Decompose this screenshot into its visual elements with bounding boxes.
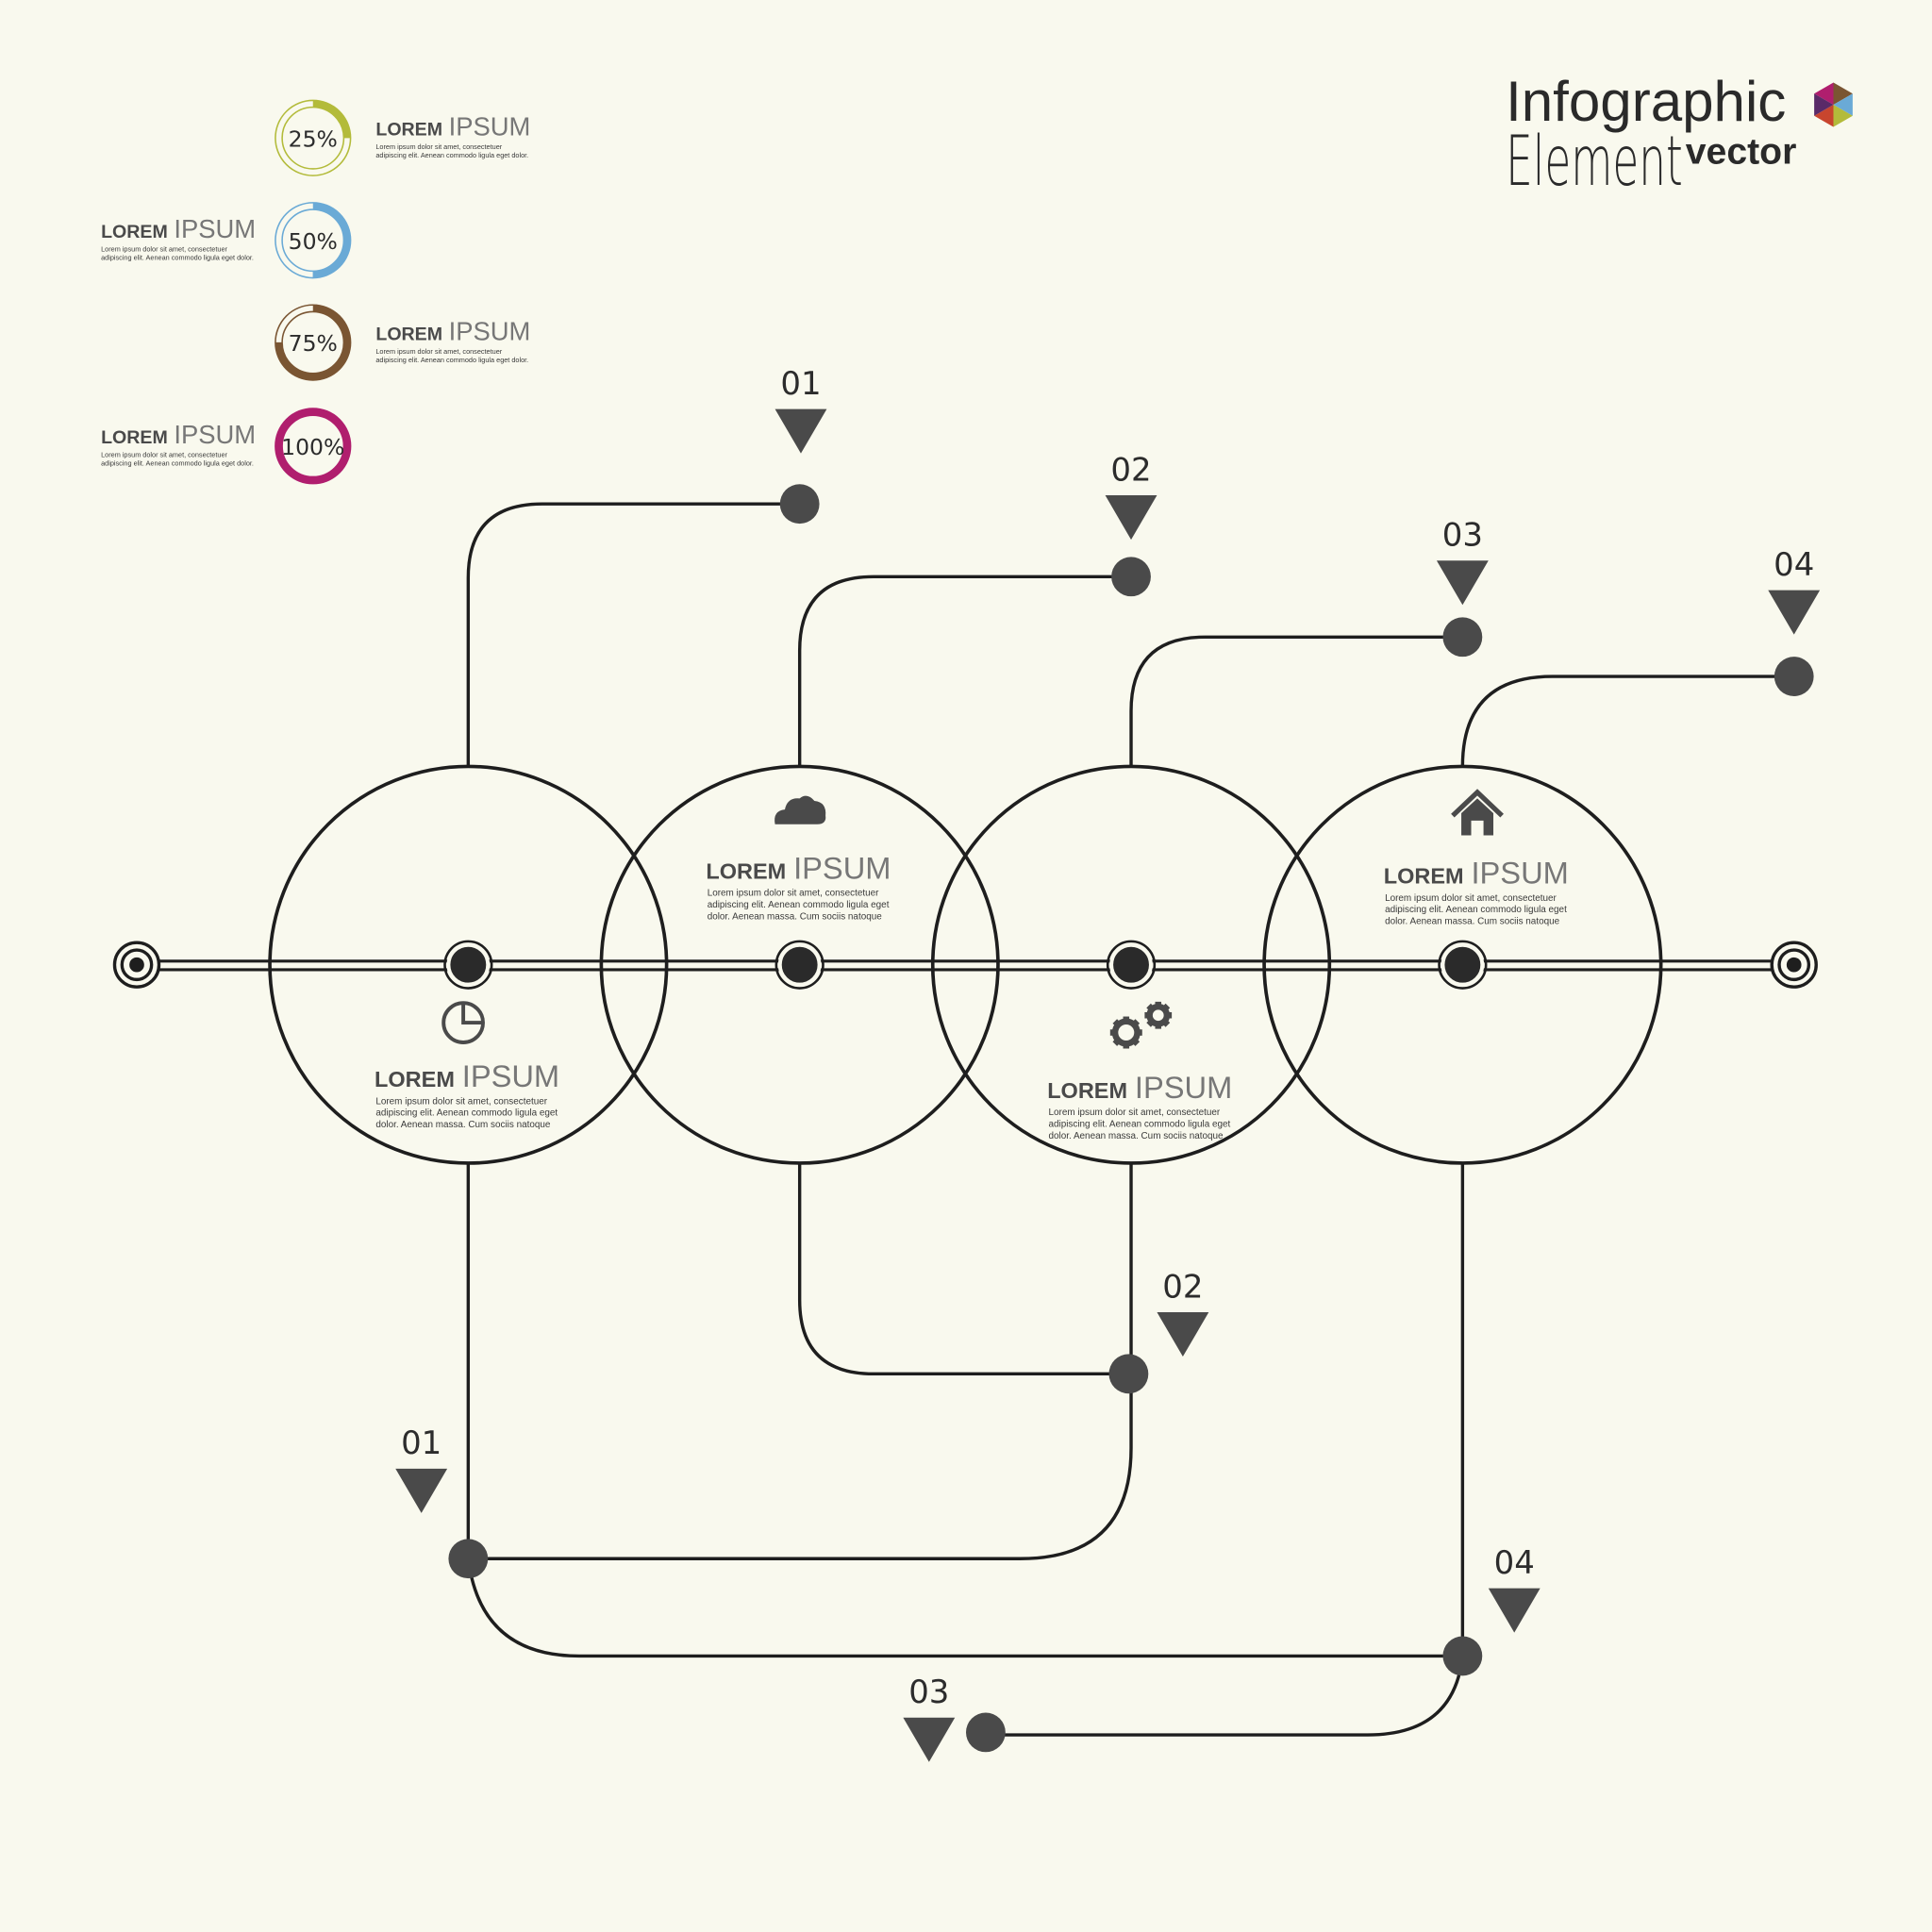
progress-ring-fill [275, 304, 351, 381]
top-marker-04: 04 [1768, 546, 1821, 696]
step-text-line: adipiscing elit. Aenean commodo ligula e… [375, 1108, 558, 1119]
progress-text-line: Lorem ipsum dolor sit amet, consectetuer [101, 244, 227, 253]
marker-dot [448, 1539, 489, 1579]
marker-dot [1111, 557, 1151, 597]
timeline-node [777, 942, 822, 987]
timeline-end-target-icon [1770, 941, 1818, 989]
marker-dot [1442, 1636, 1483, 1676]
progress-percent: 25% [289, 125, 338, 152]
progress-percent: 100% [281, 434, 344, 460]
step-text-line: adipiscing elit. Aenean commodo ligula e… [1385, 905, 1567, 915]
cloud-icon [774, 795, 826, 824]
marker-dot [966, 1712, 1006, 1753]
triangle-down-icon [1105, 495, 1158, 541]
house-icon [1451, 789, 1504, 836]
hexagon-logo-icon [1814, 82, 1853, 127]
top-marker-01: 01 [774, 365, 827, 525]
timeline-node [446, 942, 491, 987]
timeline-node [1441, 942, 1485, 987]
triangle-down-icon [903, 1717, 956, 1762]
marker-dot [1442, 617, 1483, 658]
marker-dot [779, 484, 820, 525]
step-text-line: Lorem ipsum dolor sit amet, consectetuer [1385, 893, 1557, 904]
bottom-marker-03: 03 [903, 1674, 1006, 1762]
triangle-down-icon [395, 1468, 448, 1513]
title-line1: Infographic [1506, 70, 1786, 133]
marker-number: 01 [780, 365, 821, 403]
progress-text-line: adipiscing elit. Aenean commodo ligula e… [101, 254, 254, 262]
step-text-line: adipiscing elit. Aenean commodo ligula e… [1049, 1119, 1231, 1129]
progress-percent: 75% [289, 330, 338, 357]
progress-percent: 50% [289, 228, 338, 255]
bottom-marker-04: 04 [1442, 1544, 1541, 1676]
step-text-line: dolor. Aenean massa. Cum sociis natoque [1049, 1131, 1224, 1141]
marker-number: 02 [1162, 1268, 1203, 1306]
timeline-start-target-icon [112, 941, 161, 989]
progress-text-line: adipiscing elit. Aenean commodo ligula e… [375, 151, 528, 159]
pie-chart-icon [441, 1001, 485, 1044]
step-text-line: Lorem ipsum dolor sit amet, consectetuer [1049, 1108, 1221, 1118]
triangle-down-icon [1436, 560, 1489, 606]
progress-text-line: Lorem ipsum dolor sit amet, consectetuer [375, 142, 502, 151]
header-title: Infographic Element vector [1506, 70, 1853, 202]
progress-text-line: adipiscing elit. Aenean commodo ligula e… [375, 356, 528, 364]
title-line2: Element [1506, 123, 1683, 202]
marker-number: 03 [1442, 517, 1483, 555]
progress-ring-fill [275, 100, 351, 176]
step-text-line: Lorem ipsum dolor sit amet, consectetuer [708, 889, 879, 899]
top-marker-03: 03 [1436, 517, 1489, 658]
progress-ring-fill [275, 408, 351, 484]
marker-number: 01 [401, 1424, 441, 1462]
bottom-marker-02: 02 [1108, 1268, 1209, 1394]
gears-icon [1109, 1001, 1173, 1049]
top-marker-02: 02 [1105, 451, 1158, 597]
triangle-down-icon [1488, 1588, 1541, 1633]
progress-text-line: adipiscing elit. Aenean commodo ligula e… [101, 459, 254, 468]
step-text-line: dolor. Aenean massa. Cum sociis natoque [708, 911, 883, 922]
bottom-marker-01: 01 [395, 1424, 489, 1579]
triangle-down-icon [1157, 1312, 1209, 1357]
step-text-line: dolor. Aenean massa. Cum sociis natoque [1385, 917, 1560, 927]
progress-ring-fill [275, 202, 351, 278]
marker-number: 04 [1774, 546, 1814, 584]
step-text-line: Lorem ipsum dolor sit amet, consectetuer [375, 1096, 547, 1107]
marker-dot [1108, 1354, 1149, 1394]
timeline-node [1109, 942, 1153, 987]
marker-dot [1774, 657, 1814, 696]
title-suffix: vector [1686, 132, 1797, 173]
marker-number: 03 [908, 1674, 949, 1711]
marker-number: 04 [1494, 1544, 1535, 1582]
triangle-down-icon [1768, 590, 1821, 635]
triangle-down-icon [774, 408, 827, 454]
markers: 01 02 03 04 01 02 03 04 [395, 365, 1821, 1762]
marker-number: 02 [1110, 451, 1151, 489]
progress-text-line: Lorem ipsum dolor sit amet, consectetuer [375, 347, 502, 356]
progress-text-line: Lorem ipsum dolor sit amet, consectetuer [101, 451, 227, 459]
step-text-line: adipiscing elit. Aenean commodo ligula e… [708, 900, 890, 910]
timeline-axis [112, 941, 1818, 989]
step-text-line: dolor. Aenean massa. Cum sociis natoque [375, 1120, 551, 1130]
